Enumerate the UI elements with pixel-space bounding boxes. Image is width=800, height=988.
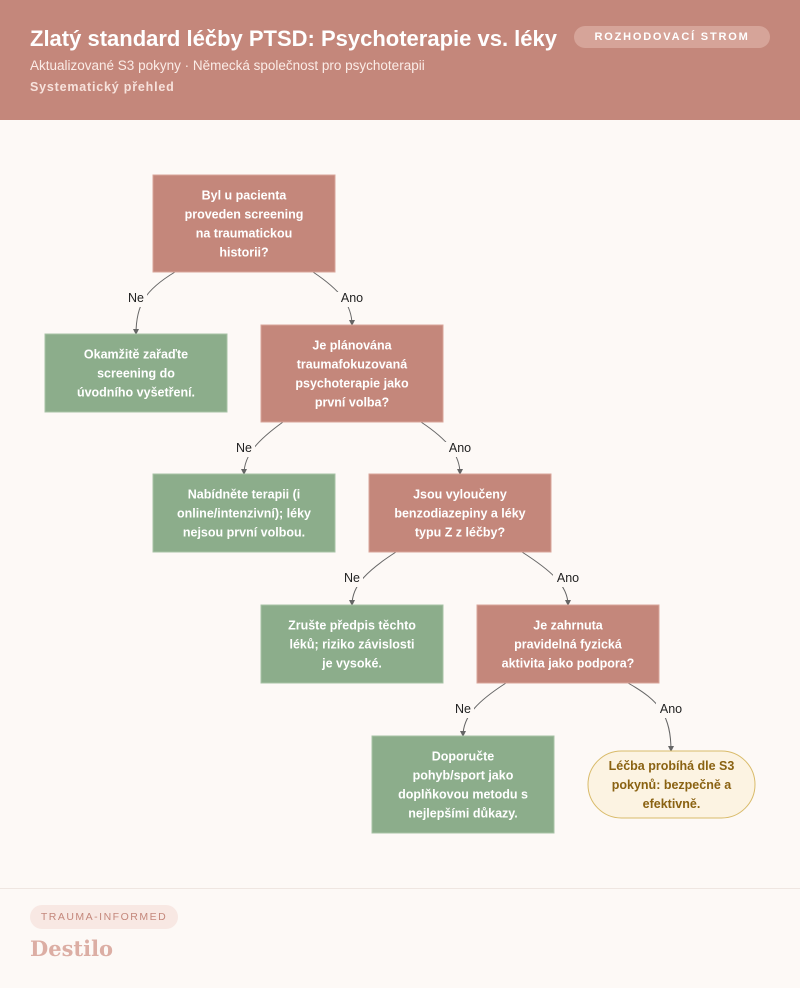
node-label-line: první volba? — [315, 396, 389, 410]
edge-label-background — [656, 703, 686, 718]
action-box — [371, 735, 555, 834]
node-label-line: Zrušte předpis těchto — [288, 619, 416, 633]
node-label-line: psychoterapie jako — [295, 377, 409, 391]
outcome-box — [587, 750, 756, 819]
decision-node-q1: Byl u pacienta proveden screening na traum… — [152, 174, 336, 273]
action-box — [44, 333, 228, 413]
edge-label-background — [125, 292, 147, 307]
node-label-line: je vysoké. — [321, 657, 382, 671]
edge-label-background — [233, 442, 255, 457]
page-title: Zlatý standard léčby PTSD: Psychoterapie… — [30, 26, 557, 51]
node-label-line: aktivita jako podpora? — [502, 657, 635, 671]
node-label-line: nejlepšími důkazy. — [408, 807, 518, 821]
footer-tag: TRAUMA-INFORMED — [30, 905, 178, 929]
decision-box — [260, 324, 444, 423]
node-label-line: Léčba probíhá dle S3 — [609, 759, 735, 773]
node-label-line: Je plánována — [312, 339, 392, 353]
edge-label-background — [445, 442, 475, 457]
action-node-a2: Nabídněte terapii (i online/intenzivní); … — [152, 473, 336, 553]
edge-label-background — [553, 572, 583, 587]
node-label-line: úvodního vyšetření. — [77, 386, 195, 400]
decision-node-q2: Je plánována traumafokuzovaná psychoterapi… — [260, 324, 444, 423]
action-node-a1: Okamžitě zařaďte screening do úvodního vyš… — [44, 333, 228, 413]
edge-label-background — [452, 703, 474, 718]
edge-label-background — [341, 572, 363, 587]
edge-label-ano: Ano — [557, 571, 579, 585]
node-label-line: efektivně. — [643, 797, 701, 811]
outcome-node-end: Léčba probíhá dle S3 pokynů: bezpečně a ef… — [587, 750, 756, 819]
edge-label-ne: Ne — [128, 291, 144, 305]
node-label-line: léků; riziko závislosti — [289, 638, 414, 652]
page-kicker: Systematický přehled — [30, 80, 175, 94]
edge-label-ne: Ne — [344, 571, 360, 585]
decision-box — [476, 604, 660, 684]
header-banner: Zlatý standard léčby PTSD: Psychoterapie… — [0, 0, 800, 120]
decision-box — [152, 174, 336, 273]
action-node-a4: Doporučte pohyb/sport jako doplňkovou meto… — [371, 735, 555, 834]
decision-node-q3: Jsou vyloučeny benzodiazepiny a léky typu … — [368, 473, 552, 553]
node-label-line: screening do — [97, 367, 175, 381]
brand-logo: Destilo — [30, 936, 114, 961]
node-label-line: Jsou vyloučeny — [413, 488, 507, 502]
node-label-line: historii? — [219, 246, 268, 260]
edge-q4-to-a4 — [460, 682, 507, 737]
node-label-line: proveden screening — [185, 208, 304, 222]
page-subtitle: Aktualizované S3 pokyny · Německá společ… — [30, 58, 425, 73]
node-label-line: pravidelná fyzická — [514, 638, 622, 652]
nodes-layer: Byl u pacienta proveden screening na traum… — [44, 174, 756, 834]
edge-label-ano: Ano — [341, 291, 363, 305]
action-node-a3: Zrušte předpis těchto léků; riziko závisl… — [260, 604, 444, 684]
node-label-line: Byl u pacienta — [202, 189, 288, 203]
edge-label-ano: Ano — [660, 702, 682, 716]
action-box — [260, 604, 444, 684]
node-label-line: na traumatickou — [196, 227, 293, 241]
node-label-line: nejsou první volbou. — [183, 526, 305, 540]
decision-node-q4: Je zahrnuta pravidelná fyzická aktivita ja… — [476, 604, 660, 684]
footer-divider — [0, 888, 800, 889]
node-label-line: benzodiazepiny a léky — [394, 507, 525, 521]
node-label-line: doplňkovou metodu s — [398, 788, 528, 802]
edge-label-ne: Ne — [455, 702, 471, 716]
node-label-line: Je zahrnuta — [533, 619, 604, 633]
node-label-line: Okamžitě zařaďte — [84, 348, 188, 362]
diagram-type-badge: ROZHODOVACÍ STROM — [574, 26, 770, 48]
node-label-line: pokynů: bezpečně a — [612, 778, 733, 792]
node-label-line: traumafokuzovaná — [297, 358, 407, 372]
node-label-line: typu Z z léčby? — [415, 526, 505, 540]
action-box — [152, 473, 336, 553]
node-label-line: Nabídněte terapii (i — [188, 488, 301, 502]
edge-label-background — [337, 292, 367, 307]
decision-box — [368, 473, 552, 553]
node-label-line: online/intenzivní); léky — [177, 507, 311, 521]
node-label-line: Doporučte — [432, 750, 495, 764]
node-label-line: pohyb/sport jako — [413, 769, 514, 783]
edge-q3-to-a3 — [349, 551, 397, 606]
edge-label-ne: Ne — [236, 441, 252, 455]
edge-label-ano: Ano — [449, 441, 471, 455]
